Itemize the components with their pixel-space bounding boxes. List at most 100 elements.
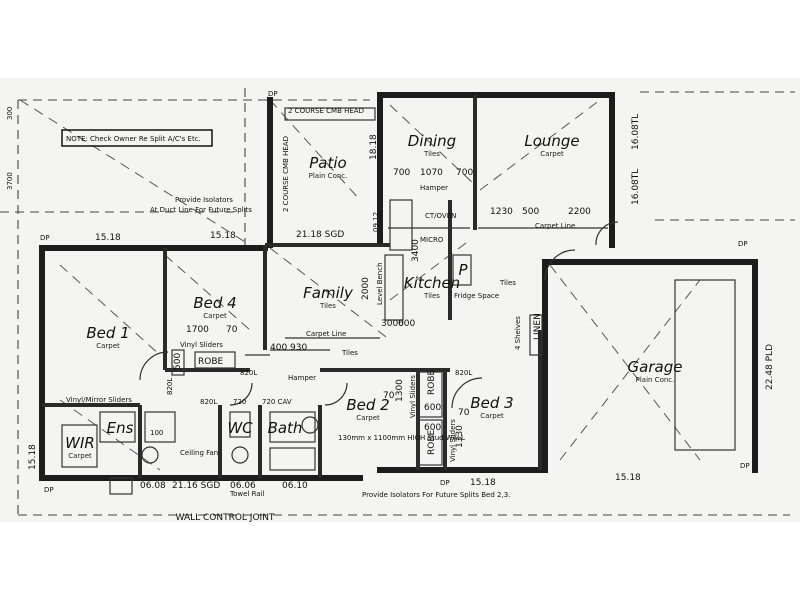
room-wc: WC xyxy=(227,419,253,437)
eave-lines xyxy=(0,88,795,516)
room-bed4-floor: Carpet xyxy=(203,312,227,320)
microwave-label: MICRO xyxy=(420,236,444,244)
room-wir: WIR xyxy=(65,434,95,452)
dp-marker-6: DP xyxy=(740,462,750,470)
dim-820-c: 820L xyxy=(455,369,472,377)
room-dining: Dining xyxy=(408,132,456,150)
hamper-mid: Hamper xyxy=(288,374,316,382)
fridge-space: Fridge Space xyxy=(454,292,499,300)
room-garage: Garage xyxy=(628,358,683,376)
paper-background xyxy=(0,78,800,522)
level-bench: Level Bench xyxy=(376,262,384,305)
room-dining-floor: Tiles xyxy=(423,150,440,158)
room-labels: Patio Plain Conc. Dining Tiles Lounge Ca… xyxy=(65,132,682,460)
tiles-mid: Tiles xyxy=(341,349,358,357)
annotations: WALL CONTROL JOINT 2 COURSE CMB HEAD 2 C… xyxy=(66,107,775,523)
dim-720b: 720 CAV xyxy=(262,398,292,406)
dim-70-c: 70 xyxy=(458,408,470,418)
carpet-line-mid: Carpet Line xyxy=(306,330,346,338)
dims-note: 130mm x 1100mm HIGH Stud WALL xyxy=(338,434,465,442)
dim-700-a: 700 xyxy=(393,168,410,178)
provide-isolators-bottom: Provide Isolators For Future Splits Bed … xyxy=(362,491,510,499)
room-bed4: Bed 4 xyxy=(193,294,236,312)
room-lounge-floor: Carpet xyxy=(540,150,564,158)
dim-600-c: 600 xyxy=(424,423,441,433)
sgd-bottom: 21.16 SGD xyxy=(172,481,220,491)
external-walls xyxy=(39,92,758,481)
room-wir-floor: Carpet xyxy=(68,452,92,460)
dim-3400: 3400 xyxy=(411,239,421,262)
room-patio-floor: Plain Conc. xyxy=(309,172,348,180)
room-family: Family xyxy=(303,284,354,302)
dim-0608: 06.08 xyxy=(140,481,166,491)
linen-sub: 4 Shelves xyxy=(514,316,522,350)
dim-820-b: 820L xyxy=(200,398,217,406)
vinyl-sliders-4: Vinyl Sliders xyxy=(449,419,457,462)
dim-1518-d: 15.18 xyxy=(615,473,641,483)
dim-1230: 1230 xyxy=(490,207,513,217)
room-ens: Ens xyxy=(107,419,134,437)
tiles-right: Tiles xyxy=(499,279,516,287)
note-text: NOTE: Check Owner Re Split A/C's Etc. xyxy=(66,135,201,143)
room-lounge: Lounge xyxy=(524,132,579,150)
dim-400: 400 xyxy=(270,343,287,353)
dp-marker-2: DP xyxy=(268,90,278,98)
dim-1818: 18.18 xyxy=(369,134,379,160)
room-bed2: Bed 2 xyxy=(346,396,389,414)
room-family-floor: Tiles xyxy=(319,302,336,310)
dim-1518-e: 15.18 xyxy=(28,444,38,470)
room-bed3: Bed 3 xyxy=(470,394,513,412)
room-pantry: P xyxy=(458,261,468,279)
course-cmb-head-v: 2 COURSE CMB HEAD xyxy=(282,136,290,212)
dp-marker-1: DP xyxy=(40,234,50,242)
dim-600: 600 xyxy=(398,319,415,329)
dim-720: 720 xyxy=(233,398,246,406)
dim-1300: 1300 xyxy=(395,379,405,402)
dim-1070: 1070 xyxy=(420,168,443,178)
dim-2200: 2200 xyxy=(568,207,591,217)
dim-700-b: 700 xyxy=(456,168,473,178)
dp-marker-3: DP xyxy=(738,240,748,248)
fixtures xyxy=(61,107,736,495)
dp-marker-4: DP xyxy=(44,486,54,494)
dim-1518-b: 15.18 xyxy=(210,231,236,241)
wall-control-joint: WALL CONTROL JOINT xyxy=(176,513,275,523)
dim-820-d: 820L xyxy=(166,378,174,395)
room-bed3-floor: Carpet xyxy=(480,412,504,420)
towel-rail: Towel Rail xyxy=(229,490,265,498)
dim-70-b: 70 xyxy=(383,391,395,401)
dim-3000: 3000 xyxy=(381,319,404,329)
robe-bed2: ROBE xyxy=(427,369,437,395)
vinyl-sliders-2: Vinyl/Mirror Sliders xyxy=(66,396,132,404)
dim-0606: 06.06 xyxy=(230,481,256,491)
cooktop-label: CT/OVEN xyxy=(425,212,456,220)
dim-1700: 1700 xyxy=(186,325,209,335)
dim-1518-a: 15.18 xyxy=(95,233,121,243)
provide-isolators-top: Provide Isolators xyxy=(175,196,233,204)
linen-label: LINEN xyxy=(533,313,543,340)
course-cmb-head-h: 2 COURSE CMB HEAD xyxy=(288,107,364,115)
vinyl-sliders-1: Vinyl Sliders xyxy=(180,341,223,349)
dim-100: 100 xyxy=(150,429,163,437)
dim-500v: 500 xyxy=(173,353,183,370)
dim-70-a: 70 xyxy=(226,325,238,335)
dimension-figures: 300 3700 15.18 15.18 15.18 15.18 15.18 1… xyxy=(6,107,641,491)
dim-1330: 1330 xyxy=(455,425,465,448)
dim-0912: 09.12 xyxy=(372,212,380,232)
note-box xyxy=(61,129,213,147)
vinyl-sliders-3: Vinyl Sliders xyxy=(409,375,417,418)
downpipe-markers: DP DP DP DP DP DP xyxy=(40,90,750,494)
dim-300: 300 xyxy=(6,107,14,120)
carpet-line-top: Carpet Line xyxy=(535,222,575,230)
dp-marker-5: DP xyxy=(440,479,450,487)
dim-930: 930 xyxy=(290,343,307,353)
dim-600-b: 600 xyxy=(424,403,441,413)
room-patio: Patio xyxy=(309,154,346,172)
room-kitchen-floor: Tiles xyxy=(423,292,440,300)
room-kitchen: Kitchen xyxy=(404,274,460,292)
robe-bed3: ROBE xyxy=(427,429,437,455)
dim-1608-a: 16.08TL xyxy=(631,114,641,150)
room-bed1: Bed 1 xyxy=(86,324,129,342)
sgd-top: 21.18 SGD xyxy=(296,230,344,240)
